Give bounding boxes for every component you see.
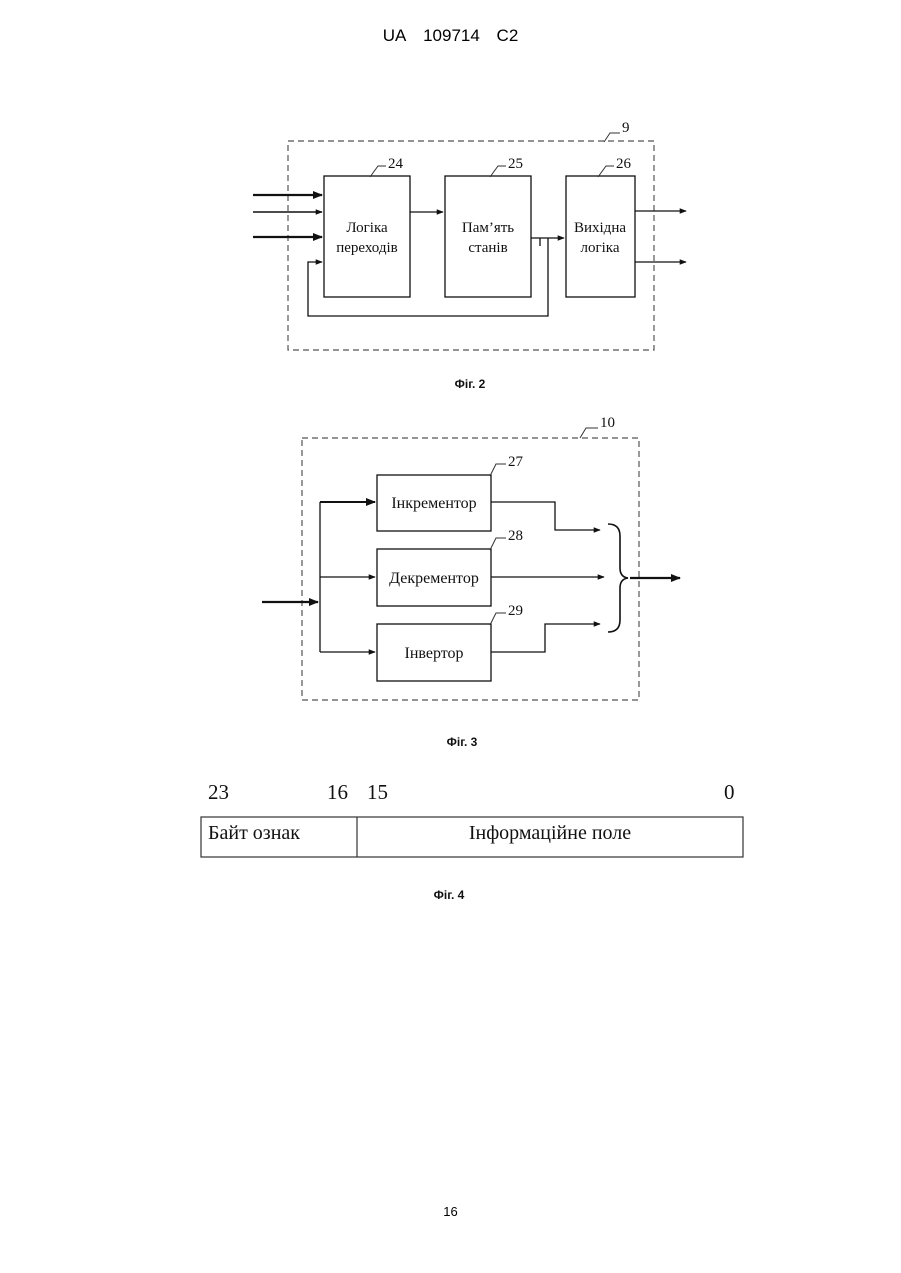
fig3-incrementor-output <box>491 502 600 530</box>
fig2-diagram: 9 24 Логіка переходів 25 Пам’ять станів … <box>253 120 686 391</box>
fig2-ref25: 25 <box>508 156 523 172</box>
fig2-block25-line1: Пам’ять <box>462 220 514 236</box>
fig2-caption: Фіг. 2 <box>455 377 486 391</box>
fig2-block-state-memory <box>445 176 531 297</box>
fig2-ref26: 26 <box>616 156 632 172</box>
fig3-outer-ref-leader <box>580 428 598 438</box>
fig3-ref28: 28 <box>508 528 523 544</box>
fig2-block26-line1: Вихідна <box>574 220 626 236</box>
fig2-block24-line2: переходів <box>336 240 398 256</box>
fig3-merge-brace <box>608 524 628 632</box>
fig3-caption: Фіг. 3 <box>447 735 478 749</box>
fig4-bit-23: 23 <box>208 780 229 804</box>
fig2-block25-line2: станів <box>468 240 507 256</box>
fig3-ref29: 29 <box>508 603 523 619</box>
fig3-ref27-leader <box>490 464 506 476</box>
fig3-decrementor-label: Декрементор <box>389 570 479 587</box>
fig2-block-output-logic <box>566 176 635 297</box>
fig3-ref27: 27 <box>508 454 524 470</box>
page-number: 16 <box>0 1204 901 1219</box>
fig2-block26-line2: логіка <box>580 240 619 256</box>
fig2-outer-ref: 9 <box>622 120 630 136</box>
fig2-ref24: 24 <box>388 156 404 172</box>
fig3-outer-ref: 10 <box>600 415 615 431</box>
fig3-incrementor-label: Інкрементор <box>391 495 476 512</box>
fig4-bit-0: 0 <box>724 780 735 804</box>
fig3-diagram: 10 27 Інкрементор 28 Декрементор 29 Інве… <box>262 415 680 749</box>
fig3-inverter-output <box>491 624 600 652</box>
fig2-block-transition-logic <box>324 176 410 297</box>
fig3-inverter-label: Інвертор <box>404 645 463 662</box>
fig4-diagram: 23 16 15 0 Байт ознак Інформаційне поле … <box>201 780 743 902</box>
fig4-flags-field: Байт ознак <box>208 822 300 844</box>
fig4-bit-16: 16 <box>327 780 348 804</box>
fig2-block24-line1: Логіка <box>346 220 388 236</box>
fig4-info-field: Інформаційне поле <box>469 822 631 844</box>
fig3-ref29-leader <box>490 613 506 625</box>
fig3-ref28-leader <box>490 538 506 550</box>
fig4-caption: Фіг. 4 <box>434 888 465 902</box>
fig4-bit-15: 15 <box>367 780 388 804</box>
